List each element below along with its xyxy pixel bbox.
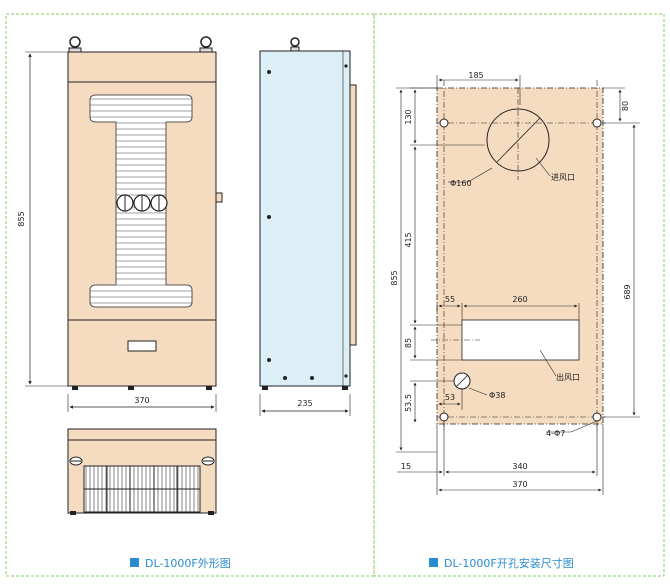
cutout-view: 185 80 130 415 855 689 55 260 85 53.5 53… <box>390 71 640 495</box>
dim-55: 55 <box>445 295 455 304</box>
lifting-eye-right <box>199 36 213 53</box>
front-width-dimension: 370 <box>67 394 217 412</box>
front-foot-mid <box>128 386 134 390</box>
side-body <box>259 50 351 387</box>
side-lifting-eye <box>290 37 300 52</box>
caption-right-text: DL-1000F开孔安装尺寸图 <box>444 556 574 570</box>
dim-130: 130 <box>404 109 413 124</box>
bottom-view <box>67 428 217 515</box>
front-foot-left <box>72 386 78 390</box>
label-holes: 4-Φ7 <box>546 429 565 438</box>
side-view: 235 <box>259 37 357 416</box>
outlet-cutout <box>461 319 580 361</box>
bottom-lug-right <box>201 456 215 466</box>
dim-855: 855 <box>390 270 399 285</box>
front-height-label: 855 <box>17 211 26 226</box>
front-view: 855 370 <box>17 36 223 412</box>
side-screws <box>267 64 348 380</box>
fan-row <box>116 194 168 212</box>
front-height-dimension: 855 <box>17 51 68 387</box>
dim-80: 80 <box>621 101 630 111</box>
caption-right-marker <box>429 558 438 567</box>
dim-370: 370 <box>512 480 527 489</box>
caption-left-marker <box>130 558 139 567</box>
side-depth-dimension: 235 <box>259 394 351 416</box>
label-phi38: Φ38 <box>489 391 505 400</box>
bottom-lug-left <box>69 456 83 466</box>
label-phi160: Φ160 <box>450 179 472 188</box>
caption-left-text: DL-1000F外形图 <box>145 557 231 570</box>
label-inlet: 进风口 <box>551 173 575 182</box>
dim-85: 85 <box>404 338 413 348</box>
dim-53: 53 <box>445 393 455 402</box>
front-window <box>127 340 157 352</box>
dim-185: 185 <box>468 71 483 80</box>
front-foot-right <box>206 386 212 390</box>
caption-left: DL-1000F外形图 <box>130 557 231 570</box>
side-back-strip <box>349 84 357 346</box>
dim-340: 340 <box>512 462 527 471</box>
caption-right: DL-1000F开孔安装尺寸图 <box>429 556 574 570</box>
dim-689: 689 <box>623 284 632 299</box>
front-top-cap <box>67 51 217 83</box>
front-side-knob <box>215 192 223 203</box>
front-width-label: 370 <box>134 396 149 405</box>
right-panel-frame <box>373 13 665 577</box>
side-depth-label: 235 <box>297 399 312 408</box>
label-outlet: 出风口 <box>556 372 580 382</box>
dim-260: 260 <box>512 295 527 304</box>
dim-415: 415 <box>404 232 413 247</box>
mount-holes <box>439 118 602 422</box>
dim-15: 15 <box>401 462 411 471</box>
lifting-eye-left <box>68 36 82 53</box>
dim-53-5: 53.5 <box>404 394 413 412</box>
